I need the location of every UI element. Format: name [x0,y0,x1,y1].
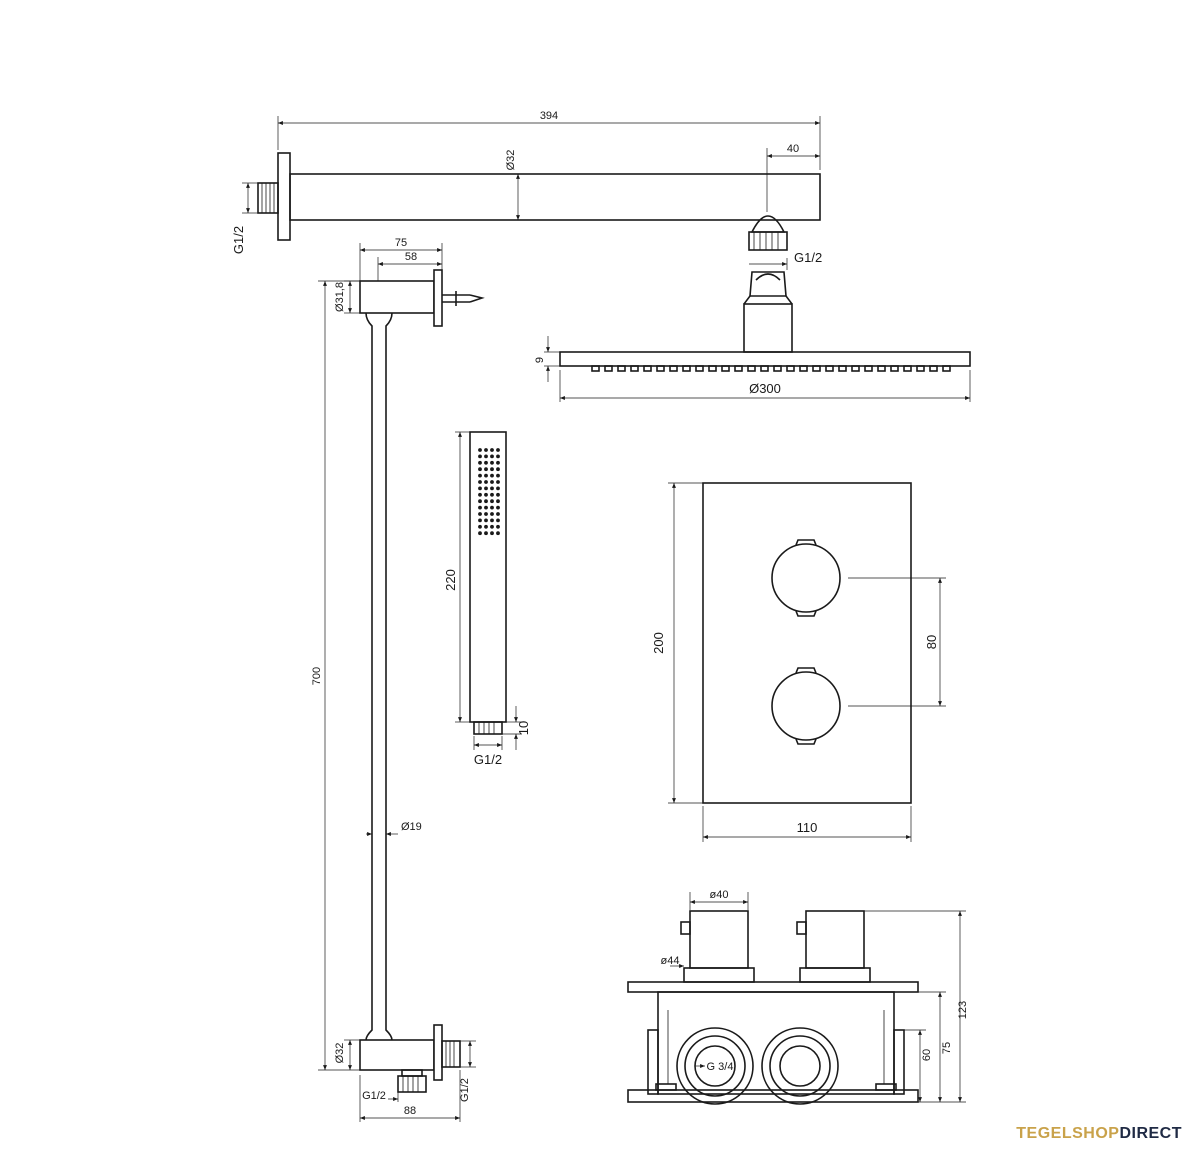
dim-hand-length: 220 [443,569,458,591]
dim-box-depth: 75 [941,1042,953,1054]
dim-rail-side-thread: G1/2 [459,1078,471,1102]
dim-hand-thread: G1/2 [474,752,502,767]
hand-dimensions: 220 10 G1/2 [443,431,531,767]
dim-arm-wall-thread: G1/2 [231,226,246,254]
dim-plate-height: 200 [651,632,666,654]
brand-logo: TEGELSHOPDIRECT [1016,1125,1182,1142]
dim-box-inlet-thread: G 3/4 [707,1061,734,1073]
dim-head-diameter: Ø300 [749,381,781,396]
dim-rail-bottom-depth: 88 [404,1105,416,1117]
dim-rail-bracket-depth: 75 [395,237,407,249]
brand-logo-part3: DIRECT [1119,1125,1182,1142]
arm-dimensions: 394 Ø32 40 G1/2 G1/2 [231,110,822,270]
dim-rail-bottom-diameter: Ø32 [334,1043,346,1064]
dim-rail-length: 700 [311,667,323,685]
concealed-box [627,910,919,1105]
brand-logo-part1: TEGEL [1016,1125,1072,1142]
dim-arm-head-thread: G1/2 [794,250,822,265]
dim-arm-end-offset: 40 [787,143,799,155]
shower-head [559,351,971,372]
head-dimensions: 9 Ø300 [534,336,971,402]
plate-dimensions: 200 110 80 [651,482,946,842]
box-dimensions: ø40 ø44 123 75 60 G 3/4 [661,889,969,1103]
shower-arm [257,152,821,353]
dim-rail-bracket-inner: 58 [405,251,417,263]
dim-knob-spacing: 80 [924,635,939,649]
slide-rail [359,269,485,1093]
thermostat-plate [702,482,912,804]
dim-arm-diameter: Ø32 [505,150,517,171]
dim-arm-length: 394 [540,110,558,122]
dim-rail-top-diameter: Ø31,8 [334,282,346,312]
dim-rail-tube-diameter: Ø19 [401,821,422,833]
dim-hand-connector: 10 [516,721,531,735]
brand-logo-part2: SHOP [1072,1125,1119,1142]
dim-plate-width: 110 [797,820,818,835]
dim-box-knob-diameter: ø40 [710,889,729,901]
rail-dimensions: 75 58 Ø31,8 700 Ø19 Ø32 G1/2 G1/2 88 [311,237,476,1122]
dim-head-thickness: 9 [534,357,546,363]
dim-box-body-depth: 60 [921,1049,933,1061]
dim-rail-outlet-thread: G1/2 [362,1090,386,1102]
hand-shower [469,431,507,735]
dim-box-total-depth: 123 [957,1001,969,1019]
dim-box-rosette-diameter: ø44 [661,955,680,967]
